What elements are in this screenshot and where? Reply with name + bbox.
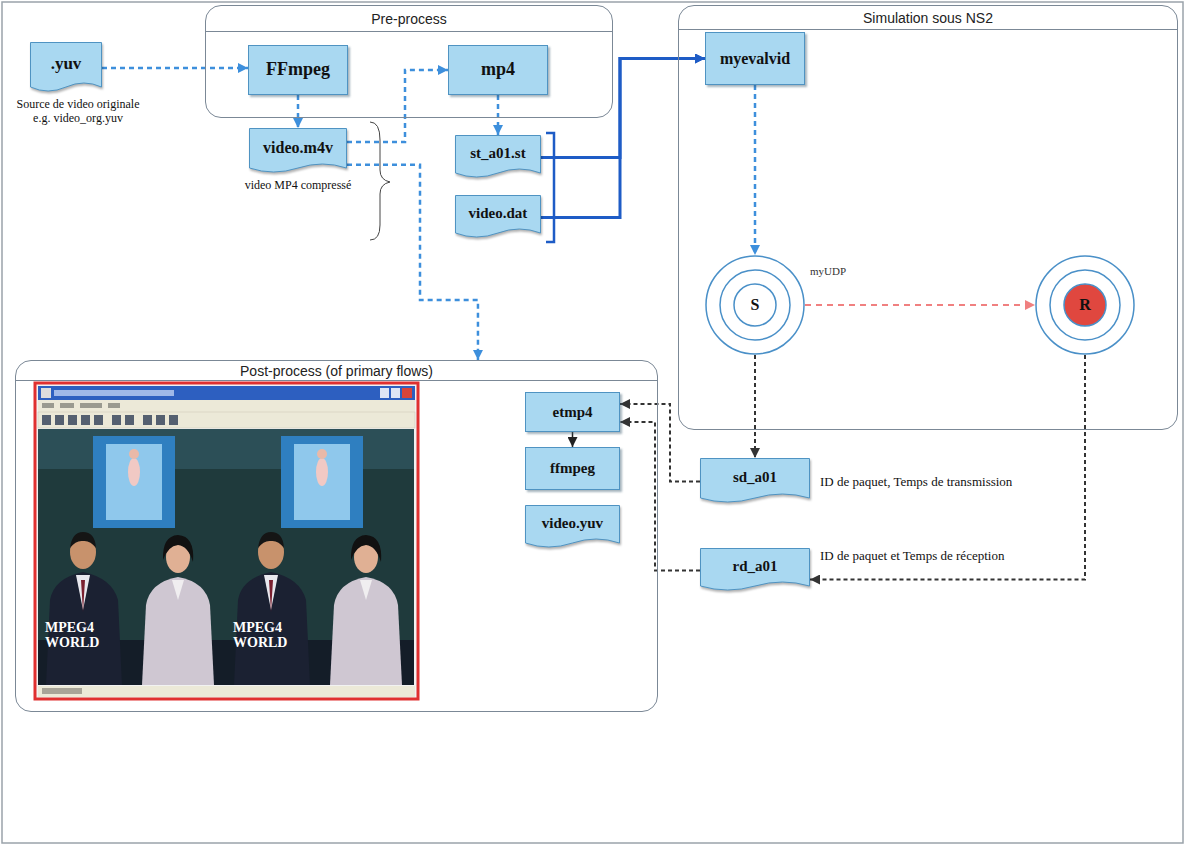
ring [706, 256, 804, 354]
ring [1050, 270, 1120, 340]
connector [102, 67, 248, 70]
node-label: ffmpeg [550, 460, 595, 477]
caption-text: Source de video originale e.g. video_org… [8, 97, 148, 126]
document-shape: sd_a01ID de paquet, Temps de transmissio… [700, 458, 810, 505]
document-outline [31, 43, 102, 92]
node-label: R [1079, 296, 1091, 314]
screen-caption: MPEG4 WORLD [45, 621, 109, 650]
connector [754, 355, 756, 458]
connector [541, 59, 705, 218]
connector [497, 95, 500, 135]
document-outline [701, 549, 810, 591]
connector [297, 95, 300, 128]
connector [347, 70, 448, 142]
node-label: video.yuv [542, 515, 603, 532]
process-box: ffmpeg [525, 447, 620, 490]
edge-label: myUDP [808, 265, 848, 277]
document-shape: video.m4vvideo MP4 compressé [249, 128, 347, 175]
group-panel: Simulation sous NS2 myevalvidS R [678, 5, 1178, 430]
network-node: R [1035, 255, 1135, 355]
node-label: rd_a01 [733, 558, 778, 575]
connector [754, 85, 757, 255]
group-title: Post-process (of primary flows) [16, 361, 657, 381]
document-shape: video.dat [455, 195, 541, 240]
group-panel: Pre-processFFmpeg mp4 [205, 5, 613, 118]
caption-text: ID de paquet, Temps de transmission [820, 474, 1012, 490]
screen-caption: MPEG4 WORLD [233, 621, 297, 650]
process-box: etmp4 [525, 392, 620, 432]
node-label: S [751, 296, 760, 314]
screenshot-illustration [35, 383, 418, 699]
document-outline [456, 136, 541, 178]
node-label: .yuv [51, 55, 82, 74]
ring [1036, 256, 1134, 354]
document-outline [701, 459, 810, 503]
brace [370, 122, 390, 240]
ring [1064, 284, 1106, 326]
caption-text: video MP4 compressé [245, 178, 352, 192]
node-label: st_a01.st [470, 145, 525, 162]
connector [620, 422, 700, 571]
node-label: mp4 [481, 60, 515, 80]
node-label: video.dat [469, 205, 528, 222]
group-title: Pre-process [206, 6, 612, 32]
group-panel: Post-process (of primary flows) etmp4 ffmp… [15, 360, 658, 712]
process-box: myevalvid [705, 32, 805, 85]
document-outline [526, 506, 620, 548]
connector [620, 404, 700, 482]
document-outline [456, 196, 541, 238]
bracket [546, 133, 554, 242]
document-shape: .yuvSource de video originale e.g. video… [30, 42, 102, 94]
connector [810, 355, 1085, 580]
document-shape: video.yuv [525, 505, 620, 550]
node-label: sd_a01 [733, 469, 777, 486]
document-shape: st_a01.st [455, 135, 541, 180]
connector [572, 432, 574, 447]
connector [805, 304, 1035, 306]
connector [541, 59, 705, 158]
node-label: myevalvid [720, 50, 790, 68]
ring [734, 284, 776, 326]
ring [720, 270, 790, 340]
process-box: FFmpeg [248, 45, 348, 95]
caption-text: ID de paquet et Temps de réception [820, 548, 1004, 564]
group-title: Simulation sous NS2 [679, 6, 1177, 30]
process-box: mp4 [448, 45, 548, 95]
network-node: S [705, 255, 805, 355]
node-label: FFmpeg [266, 60, 330, 80]
document-outline [250, 129, 347, 173]
connector [347, 165, 478, 360]
node-label: etmp4 [553, 404, 593, 421]
document-shape: rd_a01ID de paquet et Temps de réception [700, 548, 810, 593]
node-label: video.m4v [263, 139, 333, 157]
